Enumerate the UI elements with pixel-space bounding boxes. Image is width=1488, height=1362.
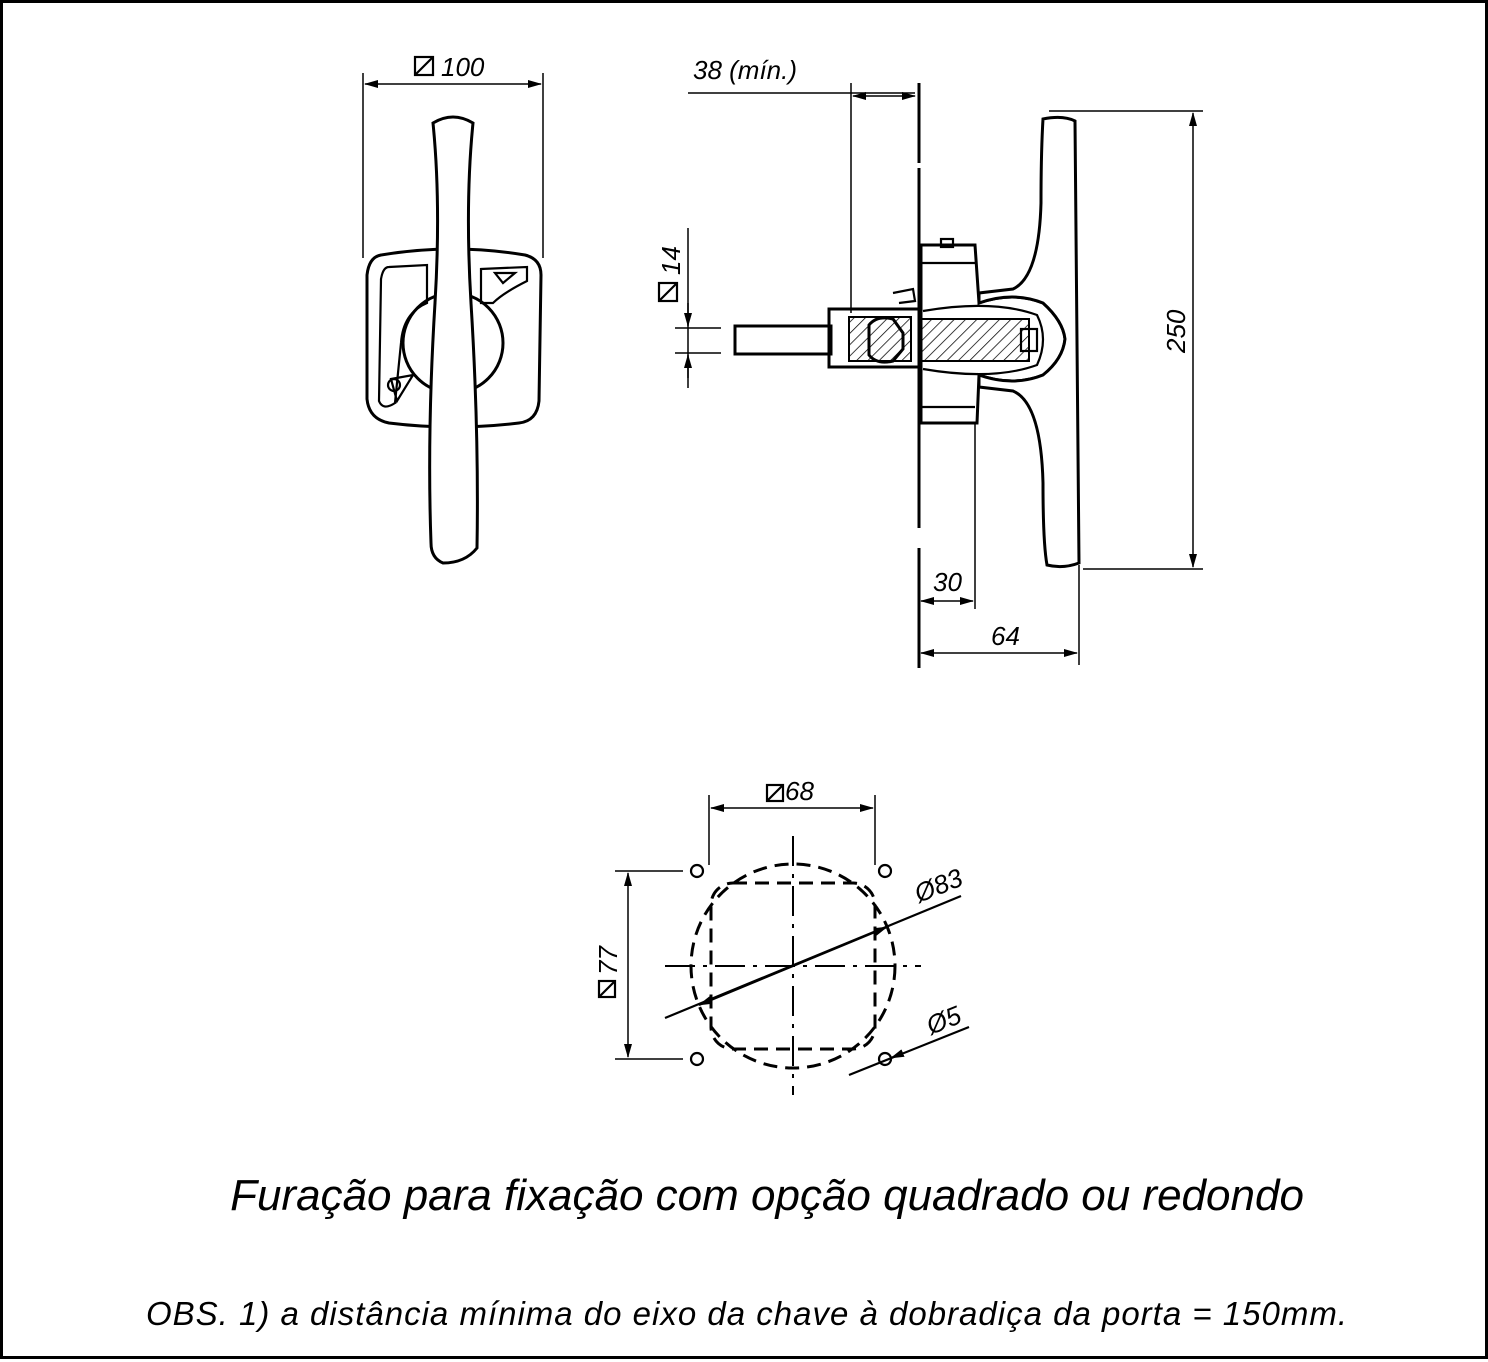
- square-symbol-icon: [765, 783, 785, 803]
- observation-note: OBS. 1) a distância mínima do eixo da ch…: [145, 1295, 1349, 1332]
- square-symbol-icon: [413, 55, 435, 77]
- dim-min-offset: 38 (mín.): [693, 55, 797, 85]
- escutcheon-plate: [365, 247, 543, 429]
- front-view: 100: [362, 52, 544, 565]
- mounting-hole: [689, 1051, 705, 1067]
- handle-front: [428, 115, 479, 565]
- mounting-hole: [877, 863, 893, 879]
- dim-height: 250: [1161, 309, 1191, 354]
- drilling-view: 68 77 Ø83 Ø5: [593, 776, 970, 1095]
- handle-side: [977, 115, 1081, 569]
- dim-hole: Ø5: [921, 1000, 966, 1041]
- mounting-hole: [689, 863, 705, 879]
- dim-door-to-body: 30: [933, 567, 962, 597]
- square-symbol-icon: [657, 281, 679, 303]
- dim-shaft: 14: [656, 246, 686, 275]
- dim-square-vertical: 77: [593, 945, 623, 975]
- technical-drawing: 100 38 (mín.) 14: [362, 52, 1203, 1095]
- drilling-caption: Furação para fixação com opção quadrado …: [230, 1171, 1304, 1220]
- shaft: [733, 324, 833, 356]
- dim-square-holes: 68: [785, 776, 814, 806]
- side-view: 38 (mín.) 14: [656, 55, 1203, 668]
- dim-front-width: 100: [441, 52, 485, 82]
- dim-door-to-handle: 64: [991, 621, 1020, 651]
- dim-circle: Ø83: [909, 862, 967, 909]
- square-symbol-icon: [597, 979, 617, 999]
